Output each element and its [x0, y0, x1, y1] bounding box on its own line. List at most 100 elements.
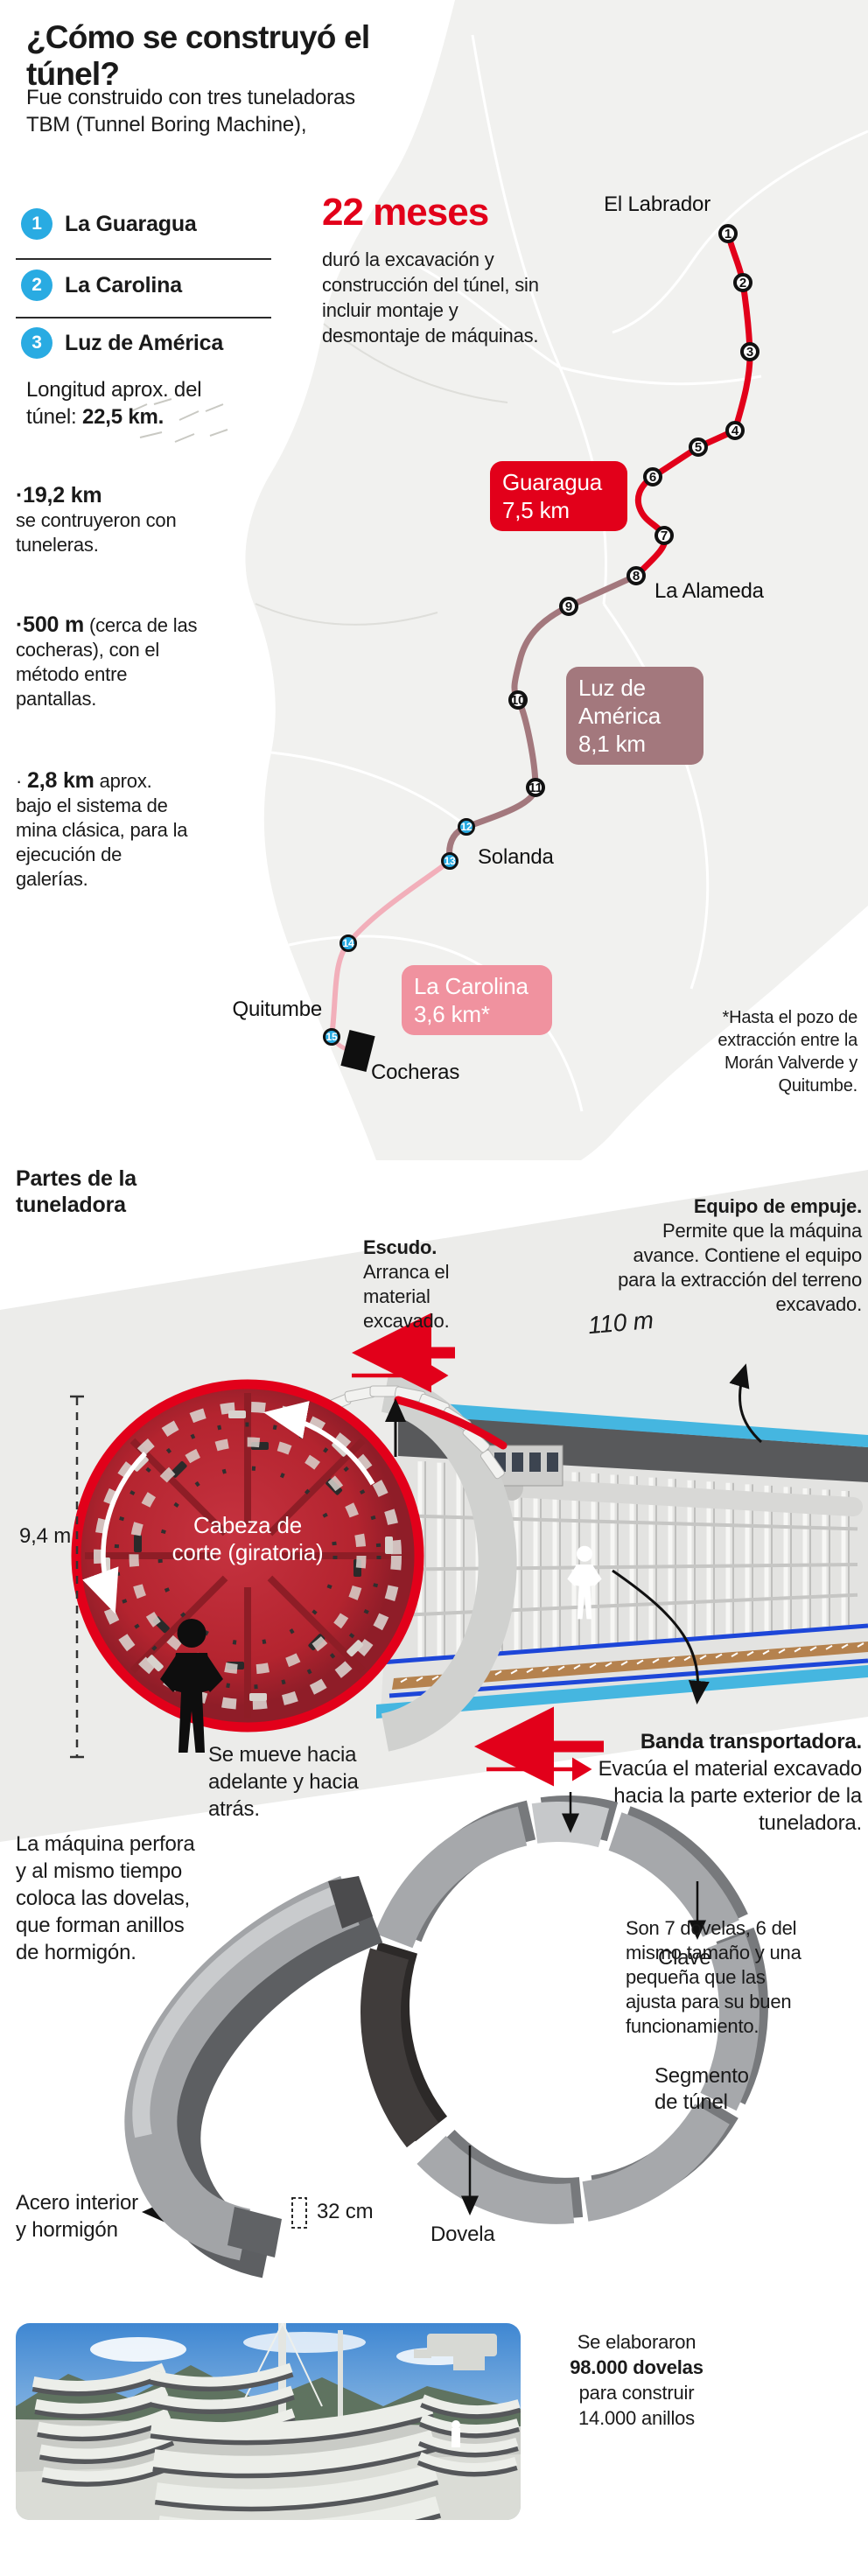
ring-segments [360, 1802, 760, 2224]
duration-text: duró la excavación y construcción del tú… [322, 248, 539, 346]
banda-title: Banda transportadora. [640, 1730, 862, 1754]
banda-text: Evacúa el material excavado hacia la par… [598, 1757, 863, 1835]
banda-callout: Banda transportadora. Evacúa el material… [564, 1728, 863, 1837]
segment-badge-luz-america: Luz de América 8,1 km [566, 667, 704, 765]
divider [16, 317, 271, 318]
single-dovela [124, 1876, 383, 2278]
rotation-arrow-right [263, 1401, 375, 1486]
escudo-title: Escudo. [363, 1236, 438, 1258]
tunnel-lining-top [394, 1400, 868, 1447]
length-dimension-label: 110 m [586, 1306, 654, 1340]
human-scale-figure [160, 1619, 223, 1753]
station-marker-1: 1 [718, 224, 738, 243]
empuje-callout: Equipo de empuje. Permite que la máquina… [599, 1194, 862, 1317]
machine-name: La Guaragua [65, 211, 197, 236]
empuje-title: Equipo de empuje. [693, 1195, 862, 1217]
station-marker-4: 4 [725, 421, 745, 440]
clave-segment [531, 1802, 610, 1848]
fact-mina-clasica: · 2,8 km aprox. bajo el sistema de mina … [16, 768, 191, 892]
station-marker-10: 10 [508, 690, 528, 710]
map-footnote: *Hasta el pozo de extracción entre la Mo… [718, 1008, 858, 1096]
banda-arrow [612, 1569, 710, 1704]
thickness-label: 32 cm [317, 2200, 374, 2223]
tbm-diagram [0, 1170, 868, 1842]
fact-pantallas: ·500 m (cerca de las cocheras), con el m… [16, 612, 201, 711]
segmento-label: Segmento de túnel [654, 2064, 749, 2114]
empuje-text: Permite que la máquina avance. Contiene … [618, 1220, 862, 1315]
station-marker-5: 5 [689, 438, 708, 457]
fact-value: ·500 m [16, 612, 85, 637]
cutter-label: Cabeza de corte (giratoria) [172, 1512, 324, 1565]
section-heading-tbm: Partes de la tuneladora [16, 1166, 136, 1217]
machine-number-badge: 1 [21, 208, 52, 240]
dark-segment [360, 1948, 439, 2148]
station-marker-14: 14 [340, 934, 357, 952]
fact-text: (cerca de las cocheras), con el método e… [16, 614, 198, 710]
station-marker-8: 8 [626, 566, 646, 585]
station-marker-13: 13 [441, 852, 458, 870]
machine-item-carolina: 2 La Carolina [21, 270, 182, 301]
clave-label: Clave [658, 1946, 711, 1970]
segment-name: Luz de América [578, 675, 661, 729]
cocheras-depot-marker [340, 1029, 375, 1073]
segment-length: 3,6 km* [414, 1001, 490, 1027]
divider [16, 258, 271, 260]
segment-badge-guaragua: Guaragua 7,5 km [490, 461, 627, 531]
station-label-solanda: Solanda [478, 845, 554, 869]
segment-length: 8,1 km [578, 731, 646, 757]
station-marker-3: 3 [740, 342, 760, 361]
fact-value: ·19,2 km [16, 483, 102, 508]
worker-silhouette [567, 1545, 602, 1620]
diameter-label: 9,4 m [19, 1524, 72, 1548]
tunnel-lining-bottom [376, 1665, 868, 1718]
segment-name: La Carolina [414, 973, 528, 999]
ring-intro: La máquina perfora y al mismo tiempo col… [16, 1832, 195, 1964]
dovelas-note: Son 7 dovelas, 6 del mismo tamaño y una … [626, 1917, 802, 2037]
duration-value: 22 meses [322, 191, 489, 234]
diameter-dimension [70, 1395, 84, 1759]
production-note: Se elaboraron 98.000 dovelas para constr… [551, 2329, 722, 2431]
escudo-text: Arranca el material excavado. [363, 1261, 450, 1332]
station-marker-11: 11 [526, 778, 545, 797]
segment-badge-carolina: La Carolina 3,6 km* [402, 965, 552, 1035]
machine-name: Luz de América [65, 330, 224, 355]
segment-name: Guaragua [502, 469, 603, 495]
station-marker-15: 15 [323, 1028, 340, 1046]
intro-text: Fue construido con tres tuneladoras TBM … [26, 86, 355, 136]
fact-tbm-km: ·19,2 km se contruyeron con tuneleras. [16, 483, 191, 557]
machine-item-luz-america: 3 Luz de América [21, 327, 223, 359]
fact-value: 2,8 km [27, 768, 94, 793]
segment-length: 7,5 km [502, 497, 570, 523]
dovela-label: Dovela [430, 2222, 495, 2246]
machine-item-guaragua: 1 La Guaragua [21, 208, 197, 240]
machine-number-badge: 3 [21, 327, 52, 359]
escudo-callout: Escudo. Arranca el material excavado. [363, 1236, 490, 1334]
station-marker-6: 6 [643, 467, 662, 486]
movement-callout: Se mueve hacia adelante y hacia atrás. [208, 1743, 359, 1821]
station-marker-7: 7 [654, 526, 674, 545]
fact-text: aprox. bajo el sistema de mina clásica, … [16, 770, 188, 890]
map-area [245, 0, 868, 1160]
production-value: 98.000 dovelas [570, 2356, 704, 2378]
length-label: Longitud aprox. del túnel: [26, 378, 202, 429]
tunnel-length: Longitud aprox. del túnel: 22,5 km. [26, 376, 210, 430]
rotation-arrow-left [82, 1452, 147, 1614]
crane-block [414, 2334, 497, 2370]
production-line: Se elaboraron [577, 2331, 696, 2353]
fact-pre: · [16, 770, 28, 792]
page-title: ¿Cómo se construyó el túnel? [26, 19, 370, 92]
dovelas-yard-photo [16, 2323, 521, 2520]
length-value: 22,5 km. [81, 405, 164, 429]
station-marker-2: 2 [733, 273, 752, 292]
machine-name: La Carolina [65, 272, 182, 298]
station-label-la-alameda: La Alameda [654, 579, 764, 603]
empuje-arrow [729, 1363, 763, 1444]
thickness-bracket [291, 2197, 307, 2229]
machine-number-badge: 2 [21, 270, 52, 301]
ring-diagram [124, 1792, 768, 2278]
production-line: para construir [578, 2382, 695, 2404]
move-arrows-top [352, 1312, 455, 1393]
move-arrows-bottom [474, 1706, 604, 1787]
station-marker-9: 9 [559, 597, 578, 616]
